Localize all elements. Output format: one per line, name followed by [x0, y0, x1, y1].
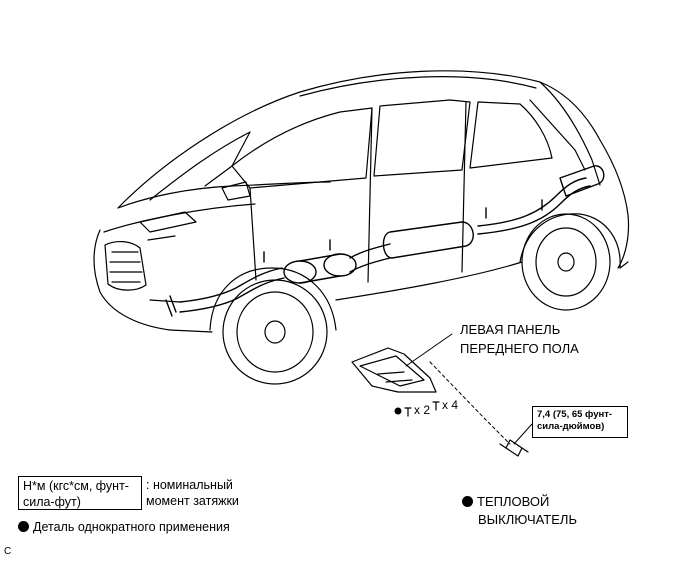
floor-panel-callout-line2: ПЕРЕДНЕГО ПОЛА	[460, 341, 579, 356]
thermo-switch-line1: ТЕПЛОВОЙ	[477, 494, 550, 509]
legend-torque-desc-line1: : номинальный	[146, 478, 233, 492]
single-use-bullet-icon	[462, 496, 473, 507]
legend-torque-box: Н*м (кгс*см, фунт- сила-фут)	[18, 476, 142, 510]
floor-panel-part	[351, 347, 437, 393]
single-use-legend-icon	[18, 521, 29, 532]
legend-single-use: Деталь однократного применения	[18, 519, 230, 536]
legend-single-use-text: Деталь однократного применения	[33, 520, 230, 534]
thermo-switch-line2: ВЫКЛЮЧАТЕЛЬ	[478, 512, 577, 527]
fastener-icons	[394, 401, 440, 417]
torque-spec-line1: 7,4 (75, 65 фунт-	[537, 409, 613, 420]
legend-torque-desc: : номинальный момент затяжки	[146, 477, 239, 509]
vehicle-body	[93, 70, 630, 385]
legend-torque-box-line1: Н*м (кгс*см, фунт-	[23, 479, 129, 493]
thermo-switch-label: ТЕПЛОВОЙ	[462, 493, 549, 510]
figure-code: C	[4, 546, 12, 557]
floor-panel-callout-line1: ЛЕВАЯ ПАНЕЛЬ	[460, 322, 561, 337]
exhaust-system	[165, 165, 605, 317]
legend-torque-desc-line2: момент затяжки	[146, 494, 239, 508]
legend-torque-box-line2: сила-фут)	[23, 495, 81, 509]
thermo-switch-icon	[499, 439, 529, 457]
fastener-qty-2: x 2	[414, 403, 431, 417]
torque-spec-line2: сила-дюймов)	[537, 421, 605, 432]
leader-lines	[405, 333, 533, 445]
torque-spec-box: 7,4 (75, 65 фунт- сила-дюймов)	[532, 406, 628, 438]
fastener-qty-4: x 4	[442, 398, 459, 412]
